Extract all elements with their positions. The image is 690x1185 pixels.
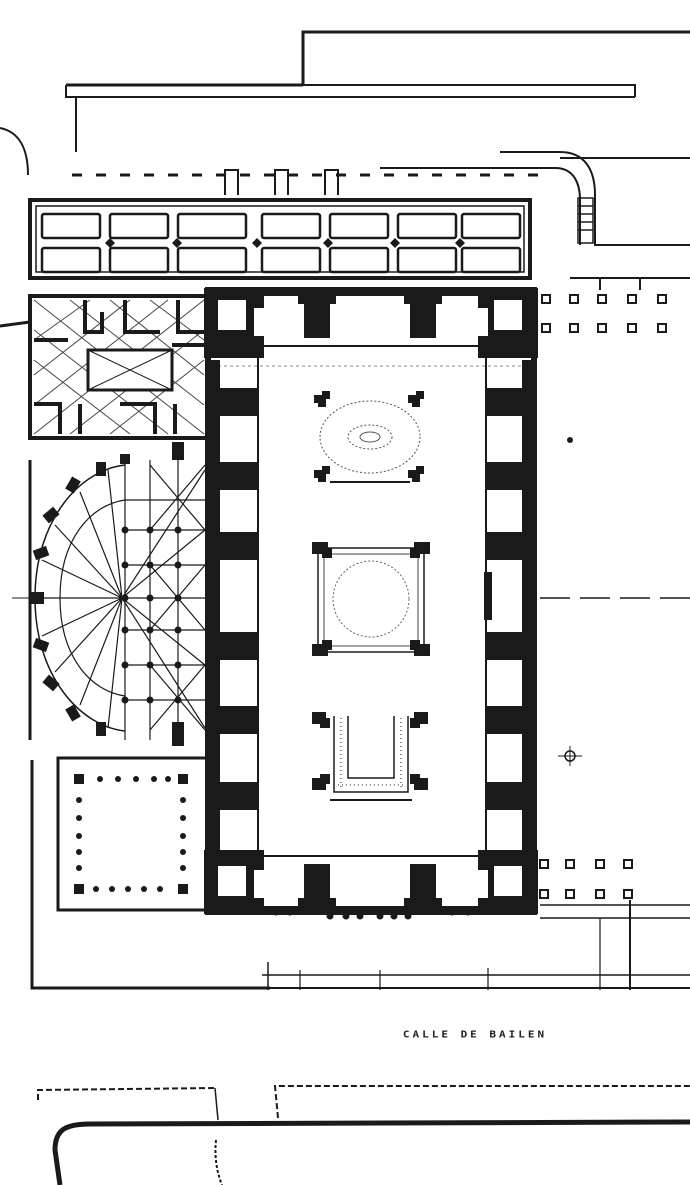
east-colonnade-north <box>541 277 690 333</box>
u-shaped-arcade <box>312 712 428 801</box>
lower-street-block <box>37 1085 690 1185</box>
south-columns-row <box>272 908 472 920</box>
north-west-wing <box>28 294 210 440</box>
gothic-apse-vaulting <box>12 460 206 740</box>
left-edge-line <box>0 320 32 740</box>
north-facade-piers <box>264 290 478 338</box>
square-pavilion <box>312 542 430 656</box>
east-markers <box>558 437 582 766</box>
east-colonnade-south <box>539 859 633 899</box>
apse-buttresses <box>30 442 184 746</box>
site-boundary-south <box>30 760 690 990</box>
east-wall-piers <box>484 360 536 850</box>
formal-garden <box>28 198 532 280</box>
south-facade-piers <box>264 864 478 912</box>
west-wall-piers <box>206 360 258 850</box>
corner-towers <box>204 288 538 914</box>
garden-gate-posts <box>224 169 339 195</box>
oval-pavilion <box>314 391 424 483</box>
street-name-label: CALLE DE BAILEN <box>402 1028 548 1041</box>
upper-street-edges <box>0 30 690 246</box>
cloister-court <box>56 756 210 912</box>
stair-top-right <box>577 197 594 244</box>
